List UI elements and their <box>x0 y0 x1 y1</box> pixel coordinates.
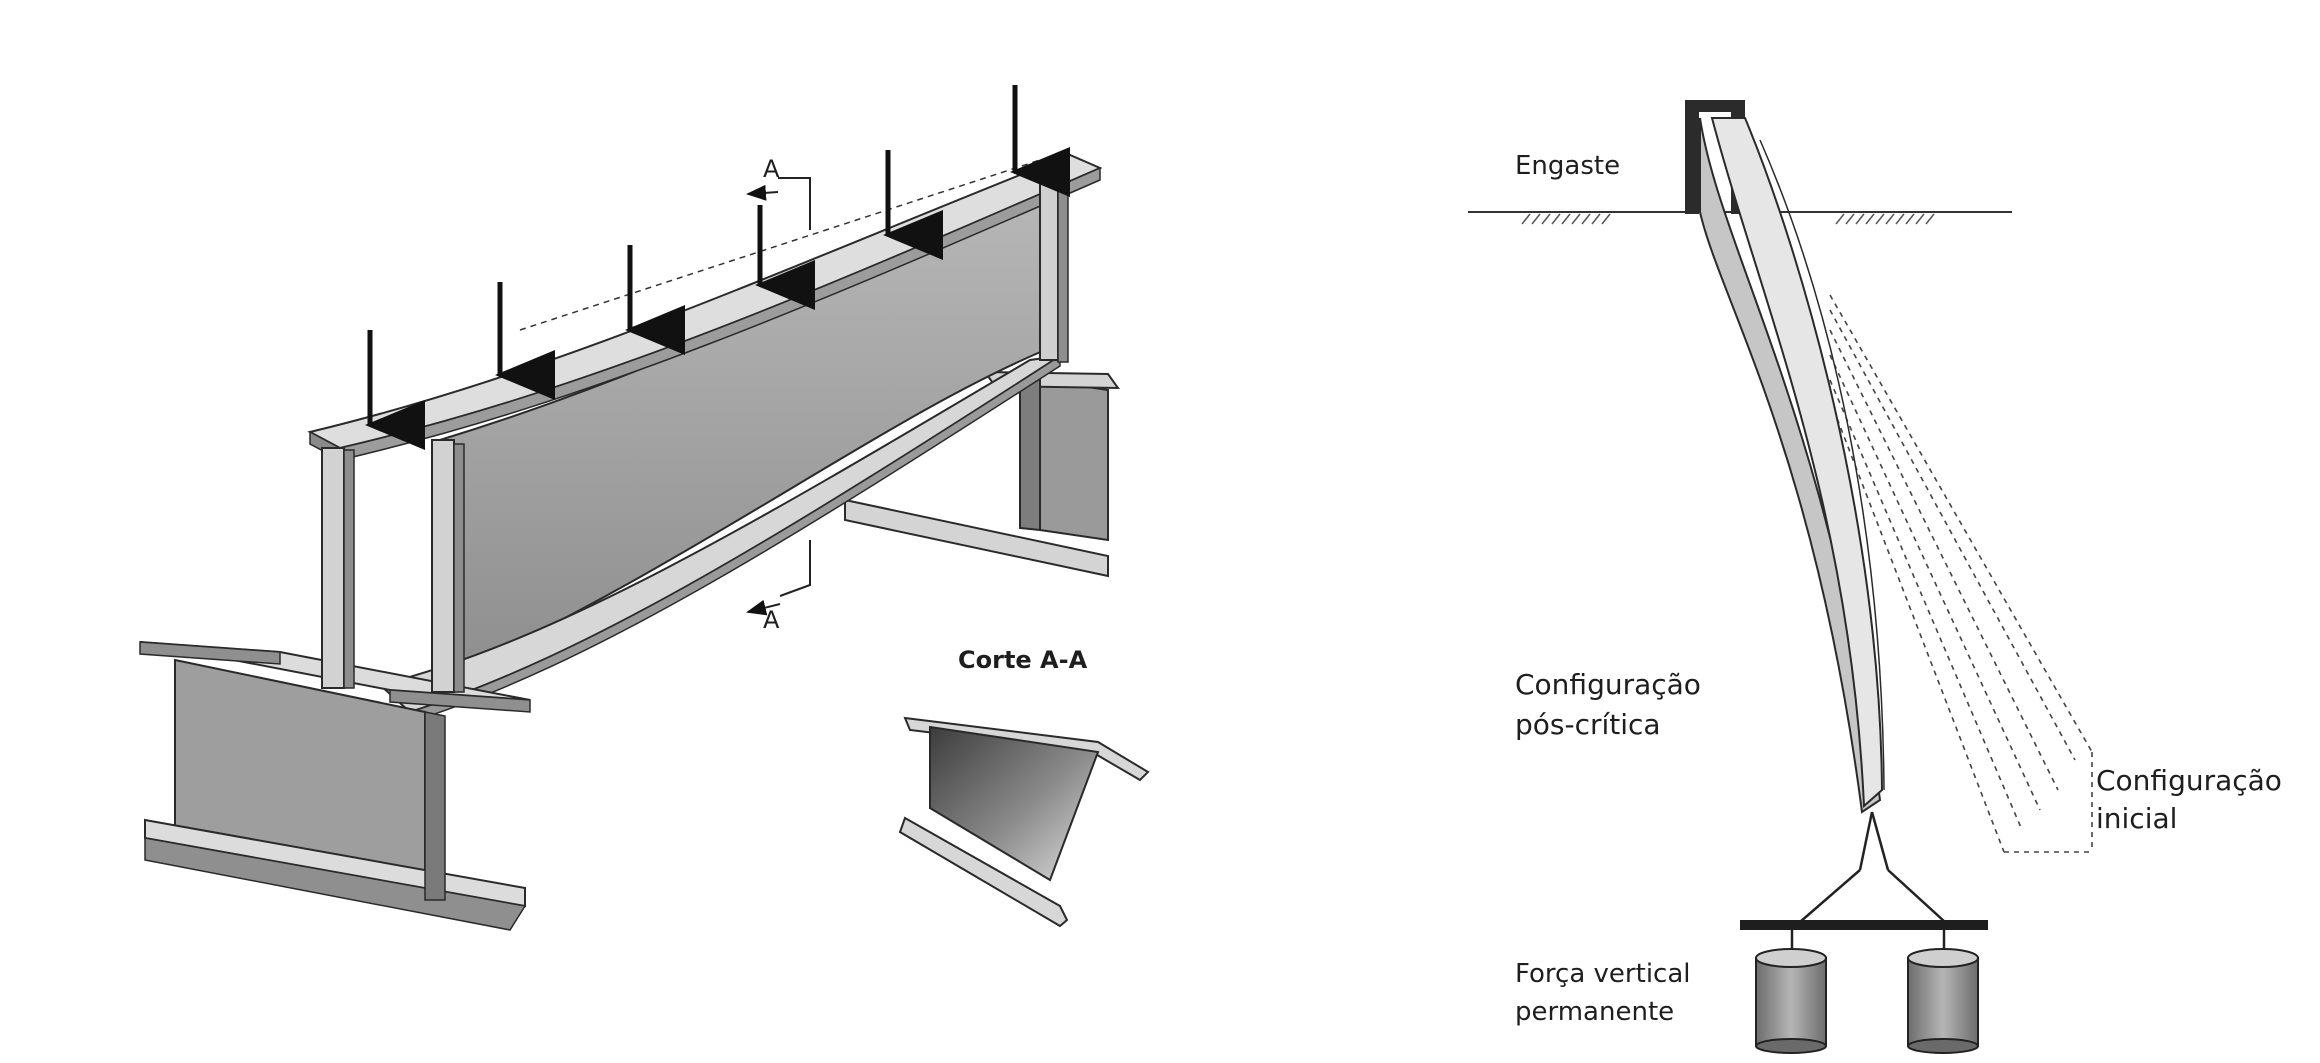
section-marker-bottom: A <box>763 606 780 634</box>
section-title: Corte A-A <box>958 646 1088 674</box>
initial-label-line1: Configuração <box>2096 764 2282 797</box>
stiffener-left <box>321 439 465 693</box>
support-right <box>844 370 1120 578</box>
stiffener-right <box>1039 179 1069 363</box>
load-bar <box>1740 920 1988 930</box>
weight-left <box>1755 948 1827 1054</box>
weight-right <box>1907 948 1979 1054</box>
force-label-line2: permanente <box>1515 997 1674 1027</box>
postcritical-label-line2: pós-crítica <box>1515 708 1661 741</box>
ibeam-figure: A A Corte A-A <box>139 85 1150 931</box>
cross-section-aa: Corte A-A <box>898 646 1150 928</box>
section-cut-marker: A A <box>746 155 811 634</box>
force-label-line1: Força vertical <box>1515 959 1691 989</box>
column-figure: Engaste Configuração pós-crítica Configu… <box>1468 100 2282 1054</box>
postcritical-label-line1: Configuração <box>1515 668 1701 701</box>
section-marker-top: A <box>763 155 780 183</box>
postcritical-column <box>1699 117 1885 814</box>
initial-label-line2: inicial <box>2096 802 2177 835</box>
support-label: Engaste <box>1515 151 1620 181</box>
load-arrows <box>365 85 1070 450</box>
hanging-load <box>1740 811 1988 1054</box>
initial-configuration <box>1829 294 2093 853</box>
